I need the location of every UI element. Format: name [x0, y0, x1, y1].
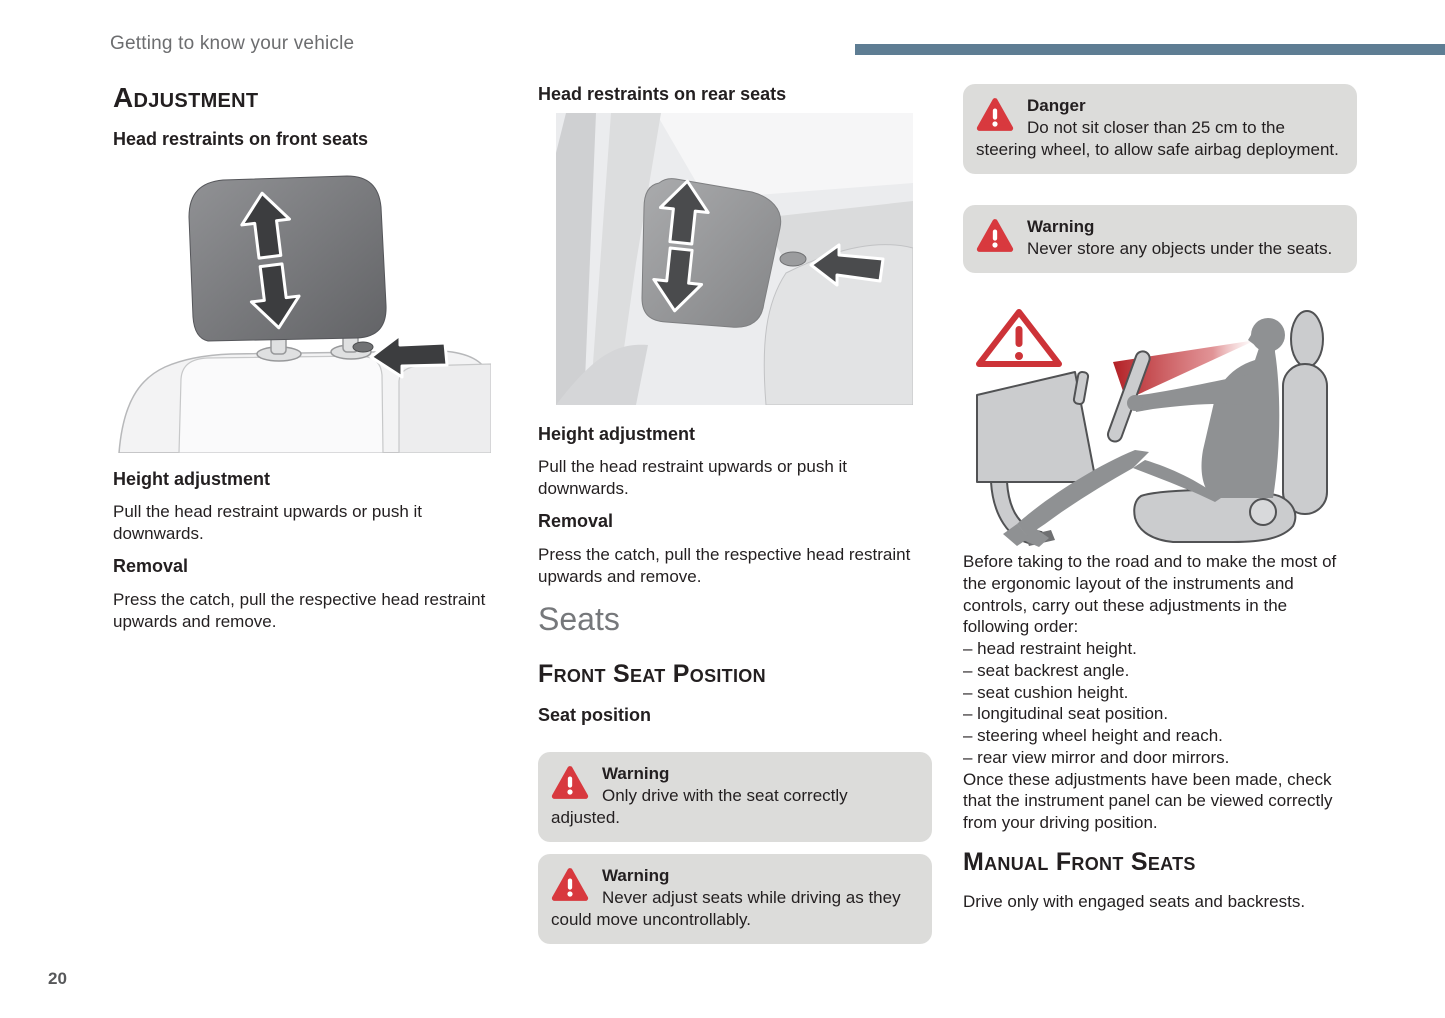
sub-title-seat-position: Seat position	[538, 705, 652, 725]
middle-column: Head restraints on rear seats	[538, 84, 932, 984]
warning-title: Warning	[1027, 217, 1095, 236]
warning-text: Only drive with the seat correctly adjus…	[551, 786, 848, 828]
down-arrow-icon	[249, 262, 301, 330]
headrest	[188, 175, 387, 342]
driving-position-illustration	[963, 300, 1357, 547]
rear-headrest	[641, 178, 782, 328]
height-adjustment-title: Height adjustment	[538, 424, 696, 444]
section-title-adjustment: Adjustment	[113, 82, 259, 113]
pillar	[556, 113, 596, 405]
warning-triangle-icon	[976, 219, 1014, 252]
chapter-title-seats: Seats	[538, 601, 620, 637]
warning-title: Warning	[602, 866, 670, 885]
seat-side-panel	[398, 363, 491, 453]
adjustment-list-item: – rear view mirror and door mirrors.	[963, 747, 1230, 767]
subsection-rear-seats: Head restraints on rear seats	[538, 84, 787, 104]
height-adjustment-text: Pull the head restraint upwards or push …	[113, 502, 423, 543]
up-arrow-icon	[240, 191, 291, 260]
page-number: 20	[48, 969, 67, 988]
left-column: Adjustment Head restraints on front seat…	[113, 84, 491, 984]
left-arrow-icon	[809, 243, 885, 287]
pillar-trim	[590, 113, 661, 405]
accent-bar	[855, 44, 1445, 55]
window-area	[656, 113, 913, 199]
manual-front-seats-text: Drive only with engaged seats and backre…	[963, 892, 1306, 911]
warning-text: Never store any objects under the seats.	[1027, 239, 1333, 259]
seat-center-panel	[178, 355, 384, 453]
warning-triangle-icon	[551, 766, 589, 799]
subsection-front-seats: Head restraints on front seats	[113, 129, 369, 149]
headrest-catch	[779, 251, 807, 267]
ergonomics-intro: Before taking to the road and to make th…	[963, 552, 1337, 637]
front-headrest-illustration	[113, 165, 491, 453]
warning-triangle-outline-icon	[976, 309, 1062, 367]
section-title-front-seat-position: Front Seat Position	[538, 660, 766, 688]
warning-triangle-icon	[551, 868, 589, 901]
sight-line-beam	[1113, 340, 1256, 400]
right-column: Danger Do not sit closer than 25 cm to t…	[963, 84, 1357, 984]
adjustment-list-item: – seat backrest angle.	[963, 660, 1130, 680]
seat-edge	[556, 344, 648, 405]
seat	[1133, 310, 1328, 543]
rear-headrest-illustration	[556, 113, 913, 405]
removal-text: Press the catch, pull the respective hea…	[113, 590, 486, 631]
height-adjustment-text: Pull the head restraint upwards or push …	[538, 457, 848, 498]
removal-title: Removal	[113, 556, 189, 576]
removal-text: Press the catch, pull the respective hea…	[538, 545, 911, 586]
headrest-catch	[352, 341, 374, 353]
warning-box-objects-under-seats: Warning Never store any objects under th…	[963, 205, 1357, 274]
left-arrow-icon	[369, 333, 449, 379]
ergonomics-paragraph: Before taking to the road and to make th…	[963, 551, 1357, 834]
warning-box-adjust-while-driving: Warning Never adjust seats while driving…	[538, 854, 932, 945]
warning-title: Warning	[602, 764, 670, 783]
warning-box-seat-adjusted: Warning Only drive with the seat correct…	[538, 752, 932, 843]
running-header: Getting to know your vehicle	[110, 33, 355, 54]
removal-title: Removal	[538, 511, 614, 531]
up-arrow-icon	[658, 179, 710, 246]
danger-text: Do not sit closer than 25 cm to the stee…	[976, 118, 1339, 160]
danger-title: Danger	[1027, 96, 1086, 115]
adjustment-list-item: – head restraint height.	[963, 639, 1137, 658]
warning-text: Never adjust seats while driving as they…	[551, 888, 901, 930]
down-arrow-icon	[652, 246, 704, 313]
height-adjustment-title: Height adjustment	[113, 469, 271, 489]
driver-silhouette	[1003, 318, 1285, 547]
danger-box-airbag: Danger Do not sit closer than 25 cm to t…	[963, 84, 1357, 175]
adjustment-list-item: – steering wheel height and reach.	[963, 726, 1223, 745]
section-title-manual-front-seats: Manual Front Seats	[963, 848, 1196, 876]
adjustment-list-item: – seat cushion height.	[963, 682, 1129, 702]
warning-triangle-icon	[976, 98, 1014, 131]
ergonomics-outro: Once these adjustments have been made, c…	[963, 769, 1333, 833]
adjustment-list-item: – longitudinal seat position.	[963, 704, 1169, 724]
